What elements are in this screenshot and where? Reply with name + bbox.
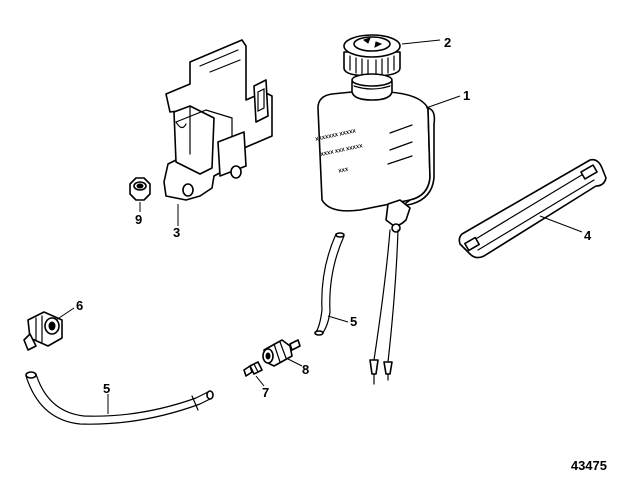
leader-8	[285, 357, 303, 367]
sensor-wires	[369, 229, 399, 385]
leader-1	[425, 95, 461, 109]
leader-6	[55, 307, 75, 321]
callout-8: 8	[302, 362, 309, 377]
reservoir-label-line-3: XXX	[338, 167, 350, 175]
callout-2: 2	[444, 35, 451, 50]
elbow-fitting	[23, 311, 63, 351]
callout-1: 1	[463, 88, 470, 103]
vent-hose	[314, 232, 345, 336]
leader-2	[401, 39, 441, 45]
leader-4	[539, 215, 583, 233]
leader-5-upper	[327, 315, 349, 323]
reservoir-cap	[343, 34, 401, 77]
drain-hose	[25, 371, 214, 425]
retaining-strap	[458, 158, 607, 259]
quick-coupler	[262, 339, 301, 367]
callout-3: 3	[173, 225, 180, 240]
callout-7: 7	[262, 385, 269, 400]
callout-5-upper: 5	[350, 314, 357, 329]
hex-nut	[129, 177, 151, 201]
leader-7	[255, 375, 265, 387]
callout-6: 6	[76, 298, 83, 313]
leader-lines	[55, 39, 583, 414]
mounting-bracket	[163, 39, 273, 201]
barb-connector	[243, 361, 263, 377]
callout-5-lower: 5	[103, 381, 110, 396]
figure-number: 43475	[570, 458, 607, 473]
fluid-reservoir: XXXXXXX XXXXX XXXX XXX XXXXX XXX	[315, 73, 436, 233]
callout-4: 4	[584, 228, 592, 243]
callout-9: 9	[135, 212, 142, 227]
